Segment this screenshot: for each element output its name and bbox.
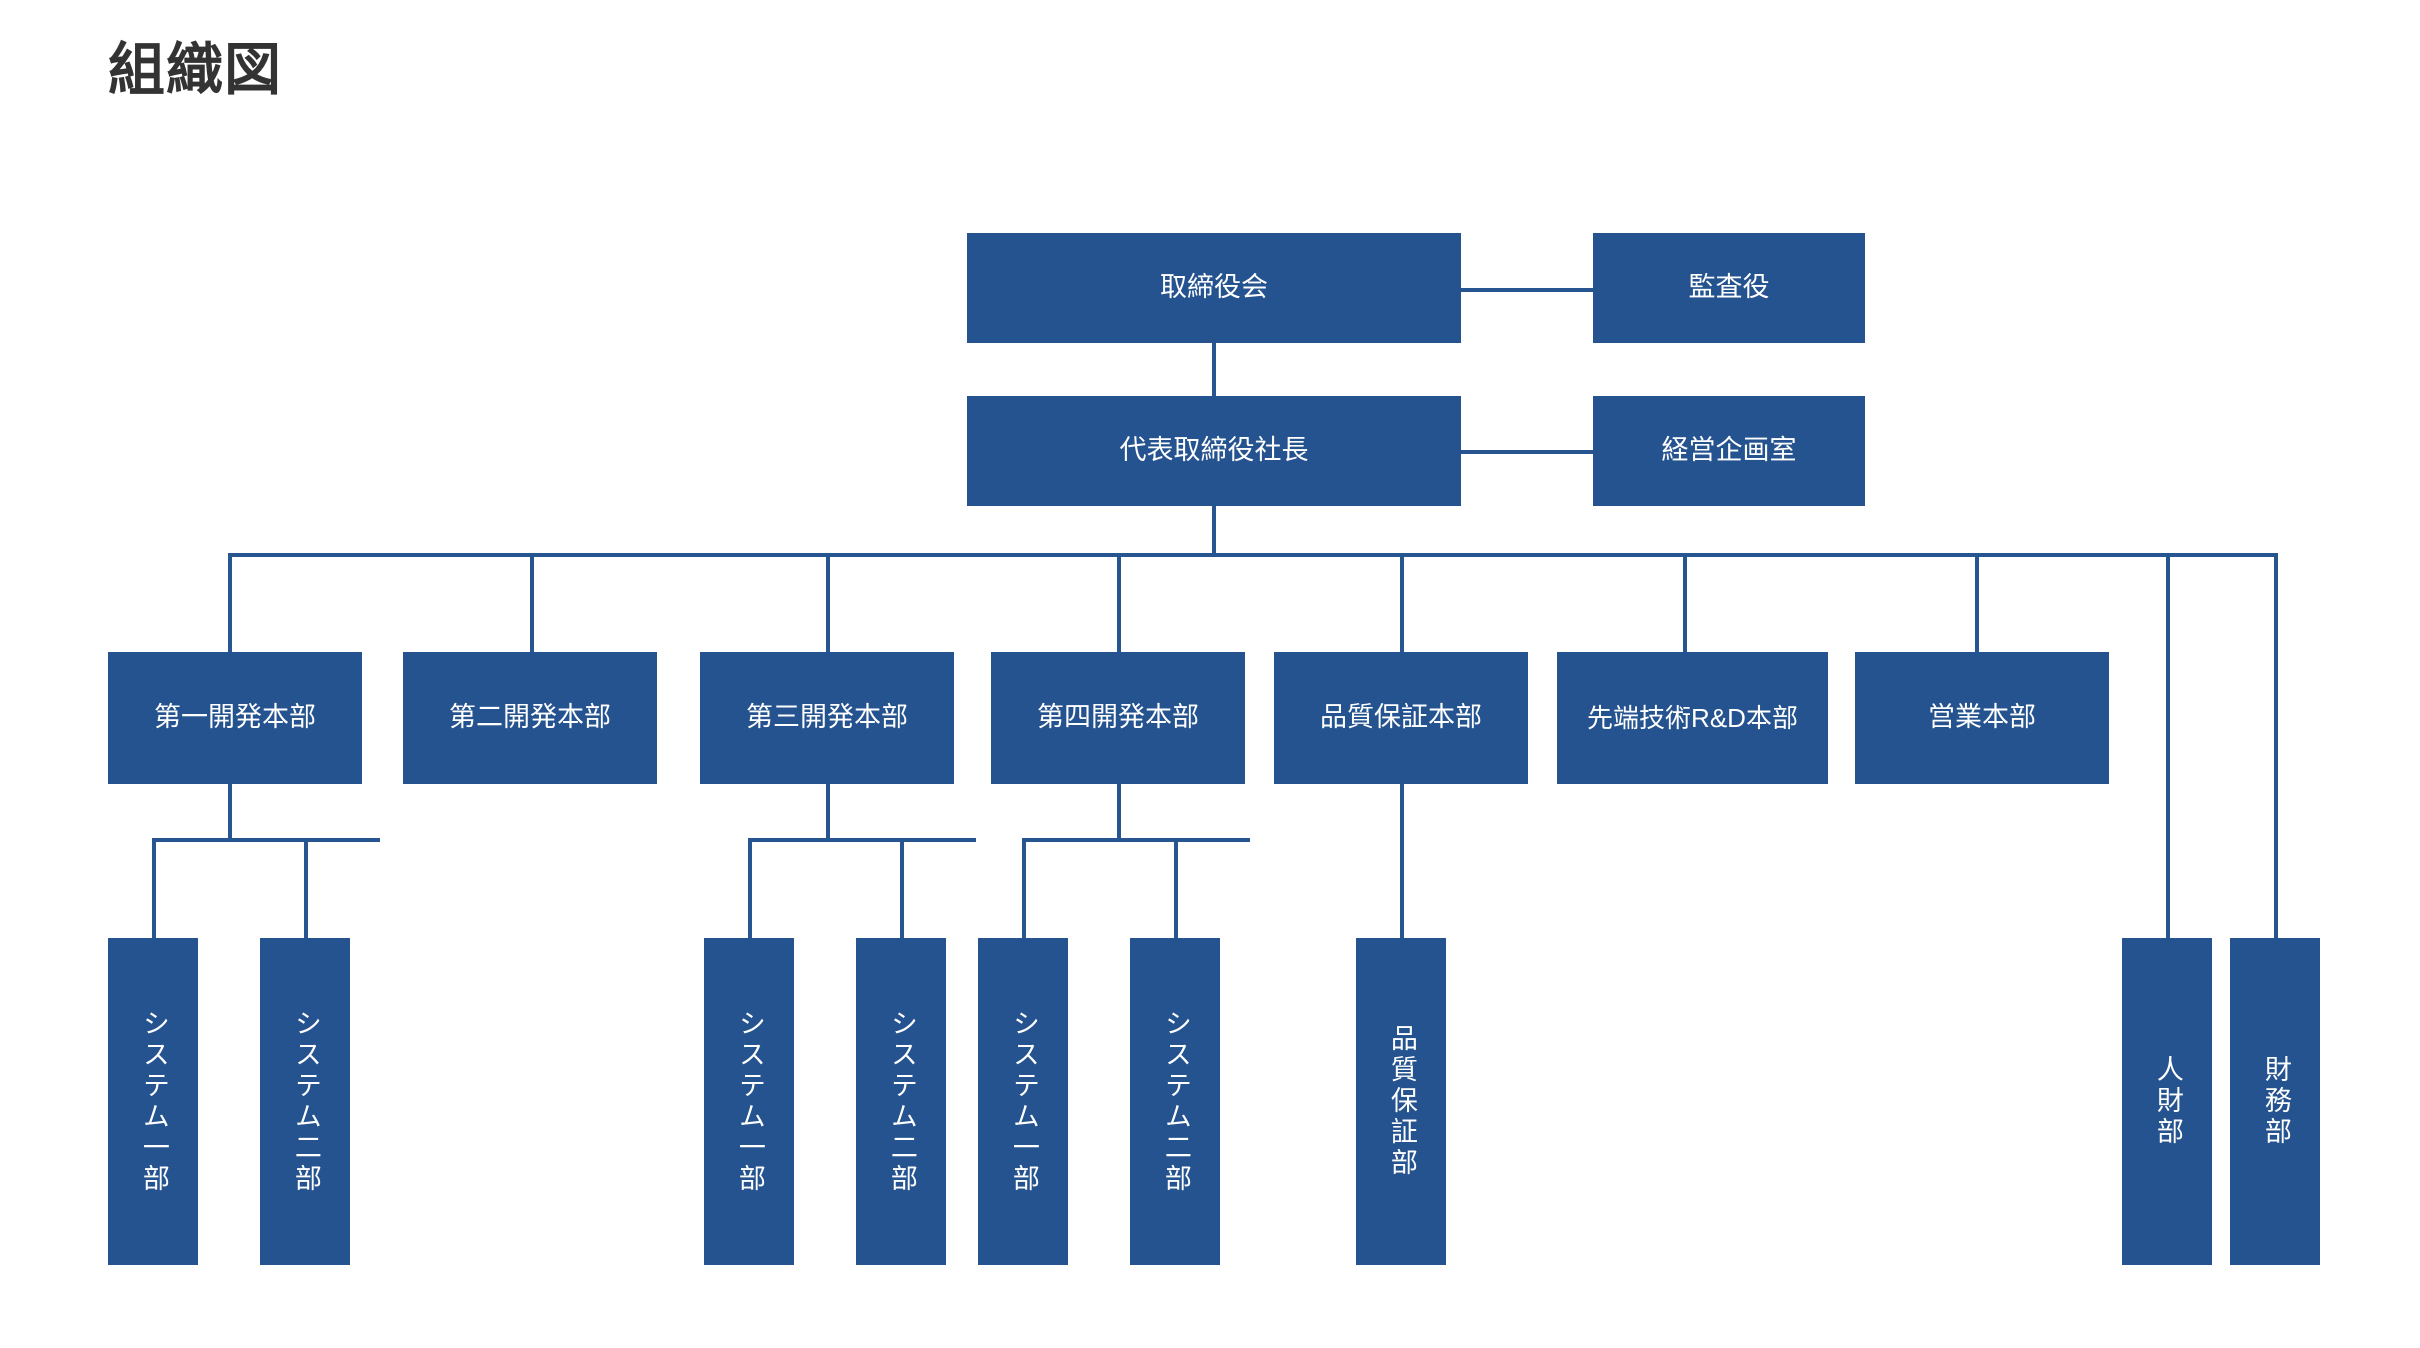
node-dev2[interactable]: 第二開発本部 (403, 652, 657, 784)
node-dev4[interactable]: 第四開発本部 (991, 652, 1245, 784)
connector-dev4-sys2-drop (1174, 838, 1178, 938)
connector-dev3-bus (748, 838, 976, 842)
connector-dev1-sys2-drop (304, 838, 308, 938)
node-sales[interactable]: 営業本部 (1855, 652, 2109, 784)
connector-bus-drop-dev2 (530, 553, 534, 653)
connector-bus-drop-dev3 (826, 553, 830, 653)
node-president[interactable]: 代表取締役社長 (967, 396, 1461, 506)
connector-qa-stem (1400, 783, 1404, 938)
node-dev3-sys2[interactable]: システム二部 (856, 938, 946, 1265)
node-hr[interactable]: 人財部 (2122, 938, 2212, 1265)
connector-dev3-sys1-drop (748, 838, 752, 938)
connector-main-bus (228, 553, 2277, 557)
connector-bus-drop-finance (2274, 553, 2278, 938)
node-dev1-sys2[interactable]: システム二部 (260, 938, 350, 1265)
node-rnd[interactable]: 先端技術R&D本部 (1557, 652, 1828, 784)
connector-dev4-bus (1022, 838, 1250, 842)
connector-bus-drop-sales (1975, 553, 1979, 653)
connector-dev1-stem (228, 783, 232, 841)
connector-dev3-stem (826, 783, 830, 841)
connector-president-bus (1212, 495, 1216, 557)
connector-dev4-sys1-drop (1022, 838, 1026, 938)
connector-bus-drop-qa (1400, 553, 1404, 653)
node-dev1[interactable]: 第一開発本部 (108, 652, 362, 784)
connector-president-planning (1460, 450, 1594, 454)
node-dev1-sys1[interactable]: システム一部 (108, 938, 198, 1265)
node-dev3[interactable]: 第三開発本部 (700, 652, 954, 784)
connector-bus-drop-dev1 (228, 553, 232, 653)
node-dev4-sys2[interactable]: システム二部 (1130, 938, 1220, 1265)
node-planning[interactable]: 経営企画室 (1593, 396, 1865, 506)
connector-dev1-sys1-drop (152, 838, 156, 938)
page-title: 組織図 (108, 38, 282, 102)
node-dev3-sys1[interactable]: システム一部 (704, 938, 794, 1265)
connector-bus-drop-hr (2166, 553, 2170, 938)
connector-dev1-bus (152, 838, 380, 842)
connector-board-auditor (1460, 288, 1594, 292)
connector-dev3-sys2-drop (900, 838, 904, 938)
node-qa[interactable]: 品質保証本部 (1274, 652, 1528, 784)
connector-board-president (1212, 328, 1216, 400)
node-qa-dept[interactable]: 品質保証部 (1356, 938, 1446, 1265)
node-dev4-sys1[interactable]: システム一部 (978, 938, 1068, 1265)
node-auditor[interactable]: 監査役 (1593, 233, 1865, 343)
node-finance[interactable]: 財務部 (2230, 938, 2320, 1265)
node-board[interactable]: 取締役会 (967, 233, 1461, 343)
connector-bus-drop-rnd (1683, 553, 1687, 653)
connector-dev4-stem (1117, 783, 1121, 841)
connector-bus-drop-dev4 (1117, 553, 1121, 653)
